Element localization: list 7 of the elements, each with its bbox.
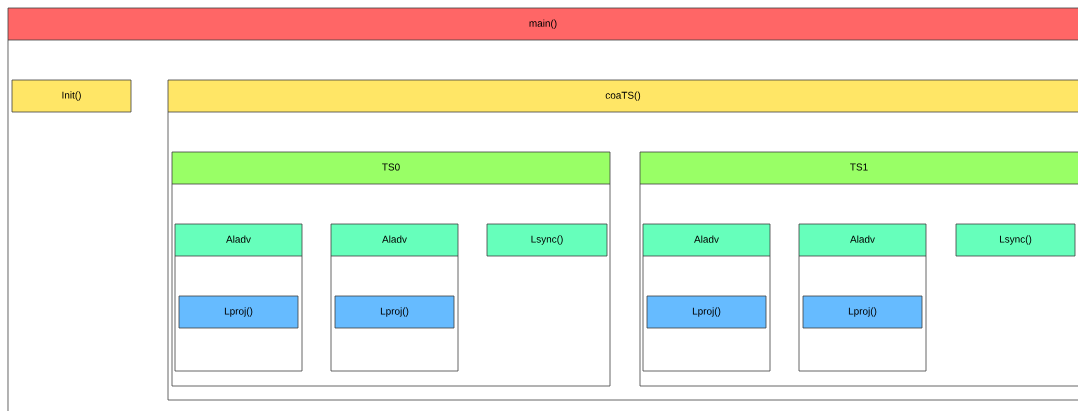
function-box: Lproj() — [802, 295, 923, 329]
function-box: Lsync() — [955, 223, 1076, 257]
function-box: Lproj() — [334, 295, 455, 329]
function-box: Lproj() — [646, 295, 767, 329]
function-box: Lproj() — [178, 295, 299, 329]
function-box: Lsync() — [486, 223, 608, 257]
function-box: Init() — [11, 79, 132, 113]
